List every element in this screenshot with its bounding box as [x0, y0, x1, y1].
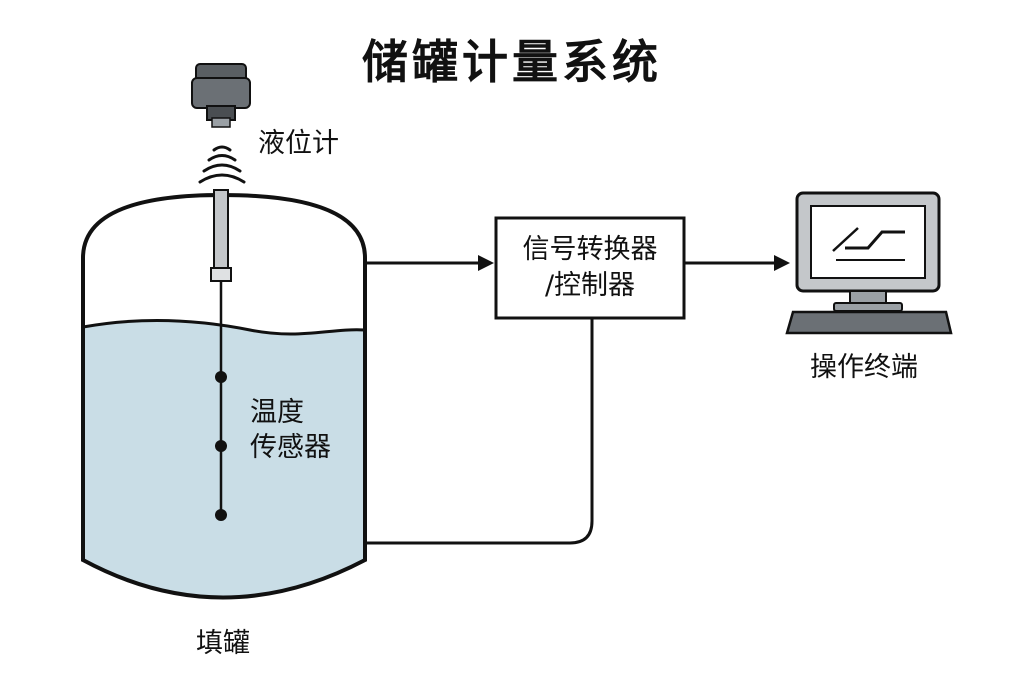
- liquid-surface: [82, 319, 366, 336]
- temp-sensor-label: 温度 传感器: [250, 395, 331, 465]
- converter-label: 信号转换器 /控制器: [496, 218, 684, 318]
- signal-wave-icon: [198, 145, 246, 184]
- gauge-probe-tip: [210, 267, 232, 282]
- temp-sensor-point: [215, 440, 227, 452]
- converter-label-line2: /控制器: [544, 270, 636, 301]
- keyboard-icon: [785, 310, 953, 335]
- diagram-title: 储罐计量系统: [362, 35, 662, 89]
- temp-sensor-label-line2: 传感器: [250, 432, 331, 464]
- arrow-head-icon: [774, 255, 790, 271]
- temp-sensor-label-line1: 温度: [250, 397, 304, 428]
- arrow-head-icon: [478, 255, 494, 271]
- converter-label-line1: 信号转换器: [522, 233, 658, 265]
- level-gauge-icon: [191, 63, 251, 128]
- temp-sensor-point: [215, 509, 227, 521]
- temp-sensor-point: [215, 371, 227, 383]
- monitor-icon: [795, 191, 941, 312]
- level-gauge-label: 液位计: [258, 128, 339, 159]
- tank-outline: [81, 192, 367, 600]
- gauge-probe: [213, 189, 229, 269]
- tank-liquid: [83, 320, 365, 598]
- converter-box: [494, 216, 686, 320]
- tank-label: 填罐: [196, 628, 250, 659]
- connector-tank-bottom-converter: [367, 318, 594, 545]
- terminal-label: 操作终端: [810, 352, 918, 383]
